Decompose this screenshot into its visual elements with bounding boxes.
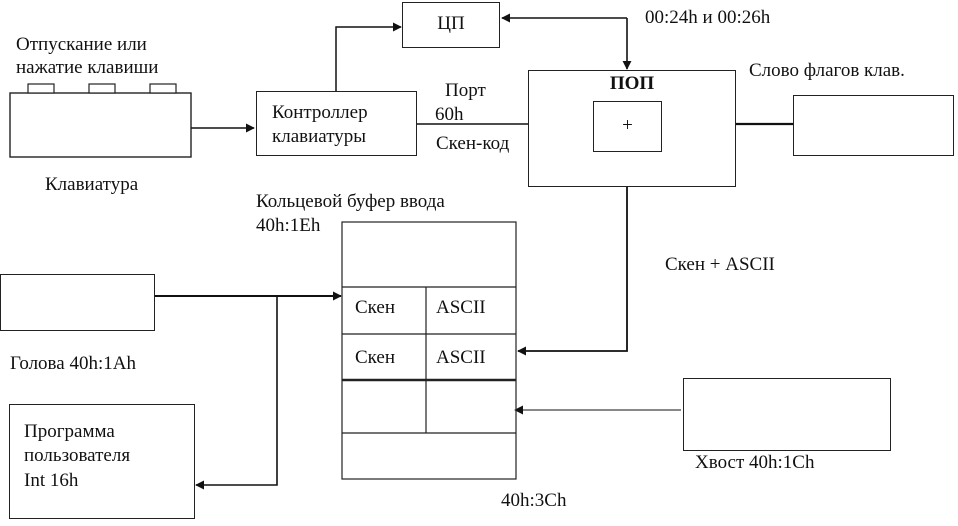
buffer-cell-scan: Скен	[355, 297, 396, 318]
scan-ascii-label: Скен + ASCII	[665, 254, 775, 275]
arrow-controller-to-cpu	[335, 22, 402, 91]
program-line2: пользователя	[24, 445, 131, 466]
keyboard-key	[149, 83, 177, 94]
controller-line1: Контроллер	[272, 102, 368, 123]
buffer-address: 40h:1Eh	[256, 215, 321, 236]
buffer-end-address: 40h:3Ch	[501, 490, 567, 511]
keyboard-caption: Клавиатура	[45, 174, 139, 195]
port-line2: 60h	[435, 104, 464, 125]
controller-line2: клавиатуры	[272, 126, 367, 147]
scan-code-label: Скен-код	[436, 133, 510, 154]
keyboard-key	[88, 83, 116, 94]
keyboard-body	[9, 92, 192, 158]
keyboard-key	[27, 83, 55, 94]
tail-label: Хвост 40h:1Ch	[695, 452, 815, 473]
program-line1: Программа	[24, 421, 115, 442]
isr-label: ПОП	[609, 73, 655, 94]
head-box	[0, 274, 155, 331]
buffer-title: Кольцевой буфер ввода	[256, 191, 445, 212]
flags-label: Слово флагов клав.	[749, 60, 905, 81]
head-label: Голова 40h:1Ah	[10, 353, 136, 374]
port-line1: Порт	[445, 80, 486, 101]
cpu-label: ЦП	[437, 13, 465, 34]
buffer-cell-ascii: ASCII	[436, 297, 486, 318]
tail-box	[683, 378, 891, 451]
interrupt-vectors-label: 00:24h и 00:26h	[645, 7, 771, 28]
ring-buffer	[341, 221, 517, 480]
adder-box	[593, 101, 662, 152]
program-line3: Int 16h	[24, 470, 79, 491]
keyboard-event-line2: нажатие клавиши	[16, 57, 159, 78]
cpu-box	[402, 2, 500, 48]
arrow-buffer-to-program	[195, 296, 278, 490]
user-program-box	[9, 404, 195, 519]
buffer-cell-ascii: ASCII	[436, 347, 486, 368]
buffer-cell-scan: Скен	[355, 347, 396, 368]
arrow-adder-to-buffer	[517, 151, 628, 356]
keyboard-event-line1: Отпускание или	[16, 34, 147, 55]
keyboard-controller-box	[256, 91, 417, 156]
adder-symbol: +	[622, 115, 633, 136]
flags-box	[793, 95, 954, 156]
